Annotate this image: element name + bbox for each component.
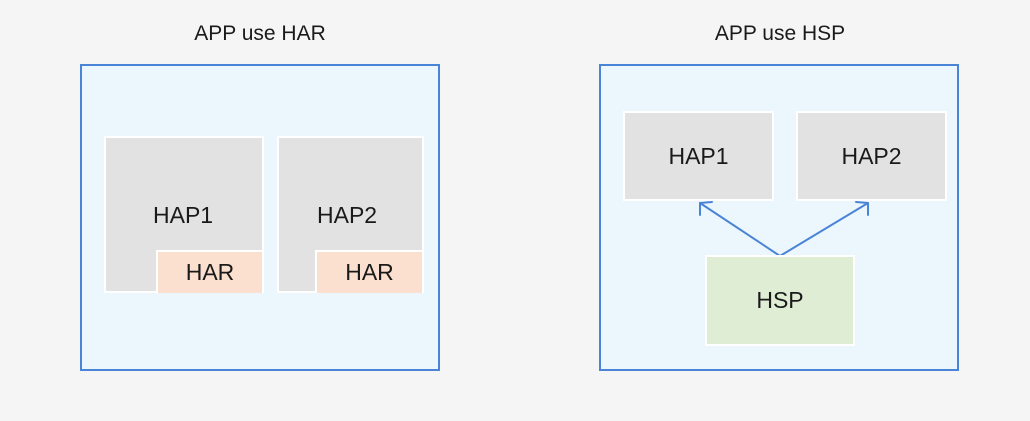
hsp-hap1-module: HAP1 [623, 111, 774, 201]
har-hap2-module: HAP2 HAR [277, 136, 424, 293]
arrowhead-hap1 [699, 201, 713, 216]
app-har-container: HAP1 HAR HAP2 HAR [80, 64, 440, 371]
hsp-hap2-module: HAP2 [796, 111, 947, 201]
hsp-hap1-label: HAP1 [668, 142, 729, 169]
hsp-label: HSP [756, 287, 804, 313]
har-hap2-har-label: HAR [345, 259, 394, 285]
hsp-shared-module: HSP [705, 255, 855, 346]
arrowhead-hap2 [855, 201, 869, 216]
har-panel-title: APP use HAR [194, 22, 326, 45]
har-hap2-har-chip: HAR [315, 250, 422, 293]
app-hsp-container: HAP1 HAP2 HSP [599, 64, 959, 371]
har-hap2-label: HAP2 [317, 202, 378, 228]
har-hap1-label: HAP1 [153, 202, 214, 228]
har-hap1-har-chip: HAR [156, 250, 262, 293]
arrow-hsp-to-hap1 [699, 202, 781, 257]
hsp-panel-title: APP use HSP [714, 22, 846, 45]
arrow-hsp-to-hap2 [779, 202, 869, 257]
hsp-hap2-label: HAP2 [841, 142, 902, 169]
har-hap1-module: HAP1 HAR [104, 136, 264, 293]
har-hap1-har-label: HAR [185, 259, 235, 285]
